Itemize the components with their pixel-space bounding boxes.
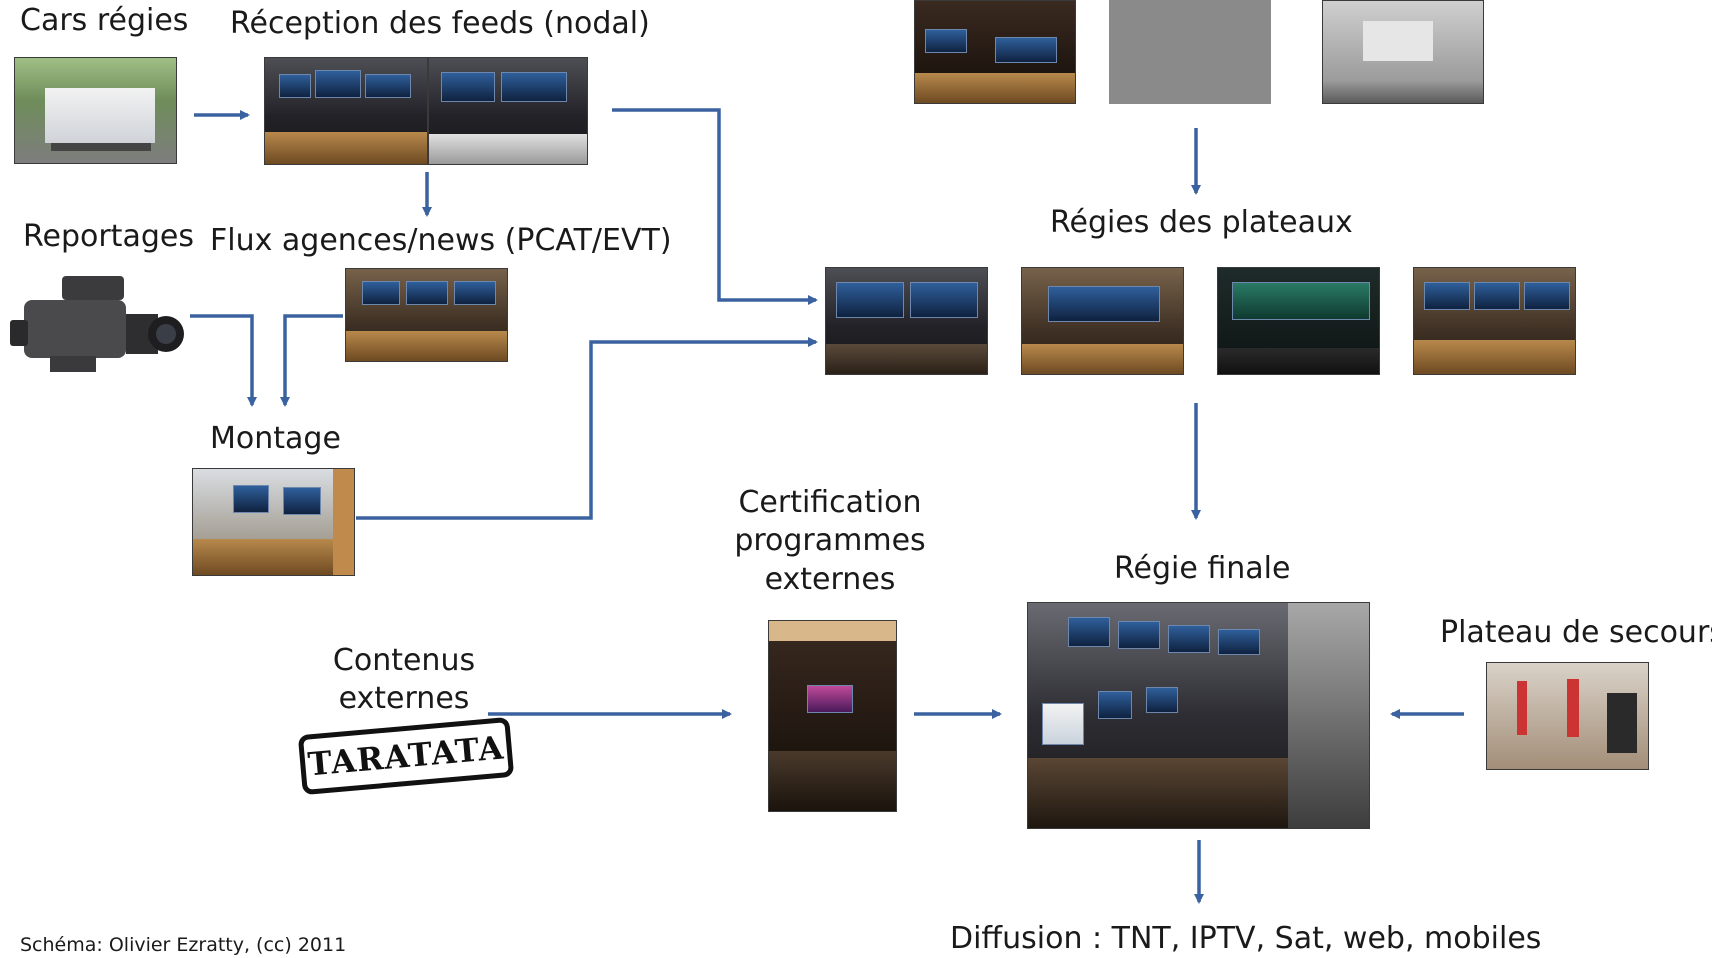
- photo-ob-truck: [14, 57, 177, 164]
- label-regies-plateaux: Régies des plateaux: [1050, 205, 1353, 240]
- photo-regie-plateau-1: [825, 267, 988, 375]
- label-plateau-secours: Plateau de secours: [1440, 615, 1712, 650]
- photo-montage: [192, 468, 355, 576]
- arrow-flux-to-montage: [280, 314, 343, 407]
- photo-regie-finale: [1027, 602, 1370, 829]
- photo-certification: [768, 620, 897, 812]
- photo-placeholder-top: [1109, 0, 1271, 104]
- arrow-montage-to-regies: [356, 337, 818, 520]
- label-contenus-line1: Contenus: [332, 643, 476, 678]
- label-certification-line3: externes: [764, 561, 896, 597]
- credit-text: Schéma: Olivier Ezratty, (cc) 2011: [20, 934, 347, 956]
- label-contenus-externes: Contenus externes: [316, 642, 492, 719]
- label-reception-feeds: Réception des feeds (nodal): [230, 6, 650, 41]
- camera-icon: [10, 270, 186, 382]
- label-certification: Certification programmes externes: [720, 484, 940, 599]
- photo-flux-agences: [345, 268, 508, 362]
- label-montage: Montage: [210, 421, 341, 456]
- label-certification-line2: programmes: [734, 523, 926, 559]
- label-diffusion: Diffusion : TNT, IPTV, Sat, web, mobiles: [950, 921, 1542, 956]
- photo-reception-feeds-2: [428, 57, 588, 165]
- arrow-reception-to-regies: [612, 108, 818, 305]
- photo-reception-feeds-1: [264, 57, 428, 165]
- photo-studio-top-3: [1322, 0, 1484, 104]
- label-reportages: Reportages: [23, 219, 194, 254]
- photo-regie-plateau-4: [1413, 267, 1576, 375]
- taratata-logo-text: TARATATA: [306, 728, 506, 784]
- photo-regie-plateau-3: [1217, 267, 1380, 375]
- label-certification-line1: Certification: [738, 485, 922, 520]
- arrow-reportages-to-montage: [190, 314, 257, 407]
- photo-plateau-secours: [1486, 662, 1649, 770]
- photo-studio-top-1: [914, 0, 1076, 104]
- label-contenus-line2: externes: [338, 681, 470, 717]
- photo-regie-plateau-2: [1021, 267, 1184, 375]
- label-cars-regies: Cars régies: [20, 3, 189, 38]
- label-flux-agences: Flux agences/news (PCAT/EVT): [210, 223, 672, 258]
- label-regie-finale: Régie finale: [1114, 551, 1291, 586]
